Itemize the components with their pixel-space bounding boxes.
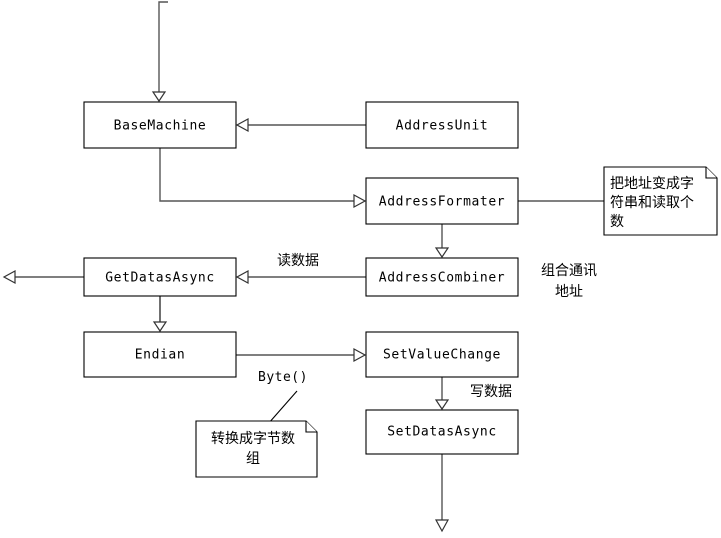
node-address-combiner[interactable]: AddressCombiner xyxy=(365,257,519,297)
node-label-address-combiner: AddressCombiner xyxy=(379,271,505,286)
edge-addressunit-to-basemachine xyxy=(235,117,366,133)
edge-getdatasasync-to-left xyxy=(2,269,84,285)
node-address-formater[interactable]: AddressFormater xyxy=(365,177,519,225)
node-label-base-machine: BaseMachine xyxy=(114,119,207,134)
note-address-format[interactable]: 把地址变成字 符串和读取个 数 xyxy=(603,166,718,236)
note-byte-array-line-1: 转换成字节数 xyxy=(211,430,295,447)
node-label-set-datas-async: SetDatasAsync xyxy=(387,425,497,440)
edge-byte-note-link xyxy=(267,390,298,425)
edge-basemachine-to-addressformater xyxy=(159,148,367,209)
free-label-combine-comm-address-line-2: 地址 xyxy=(555,284,583,300)
node-address-unit[interactable]: AddressUnit xyxy=(365,101,519,149)
node-label-get-datas-async: GetDatasAsync xyxy=(105,271,215,286)
edge-setvaluechange-to-setdatasasync xyxy=(434,377,450,411)
edge-endian-to-setvaluechange xyxy=(236,347,367,363)
edge-addressformater-to-addresscombiner xyxy=(434,224,450,259)
free-label-combine-comm-address: 组合通讯 地址 xyxy=(541,263,597,300)
node-set-value-change[interactable]: SetValueChange xyxy=(365,331,519,378)
node-label-endian: Endian xyxy=(135,348,186,363)
node-base-machine[interactable]: BaseMachine xyxy=(83,101,237,149)
edge-setdatasasync-to-bottom xyxy=(434,454,450,533)
note-byte-array-line-2: 组 xyxy=(246,451,260,467)
node-endian[interactable]: Endian xyxy=(83,331,237,378)
node-label-address-unit: AddressUnit xyxy=(396,119,489,134)
free-label-combine-comm-address-line-1: 组合通讯 xyxy=(541,263,597,279)
node-label-set-value-change: SetValueChange xyxy=(383,348,501,363)
edge-label-write-data: 写数据 xyxy=(470,384,512,400)
edge-label-byte-call: Byte() xyxy=(258,370,308,385)
edge-label-read-data: 读数据 xyxy=(277,252,319,269)
note-address-format-line-2: 符串和读取个 xyxy=(610,194,694,211)
node-get-datas-async[interactable]: GetDatasAsync xyxy=(83,257,237,297)
node-set-datas-async[interactable]: SetDatasAsync xyxy=(365,409,519,455)
note-address-format-line-1: 把地址变成字 xyxy=(610,176,694,192)
edge-top-into-basemachine xyxy=(151,1,168,103)
edge-getdatasasync-to-endian xyxy=(152,296,168,333)
note-address-format-line-3: 数 xyxy=(610,214,624,230)
note-byte-array[interactable]: 转换成字节数 组 xyxy=(195,420,318,478)
node-label-address-formater: AddressFormater xyxy=(379,195,505,210)
edge-addresscombiner-to-getdatasasync xyxy=(235,269,366,285)
